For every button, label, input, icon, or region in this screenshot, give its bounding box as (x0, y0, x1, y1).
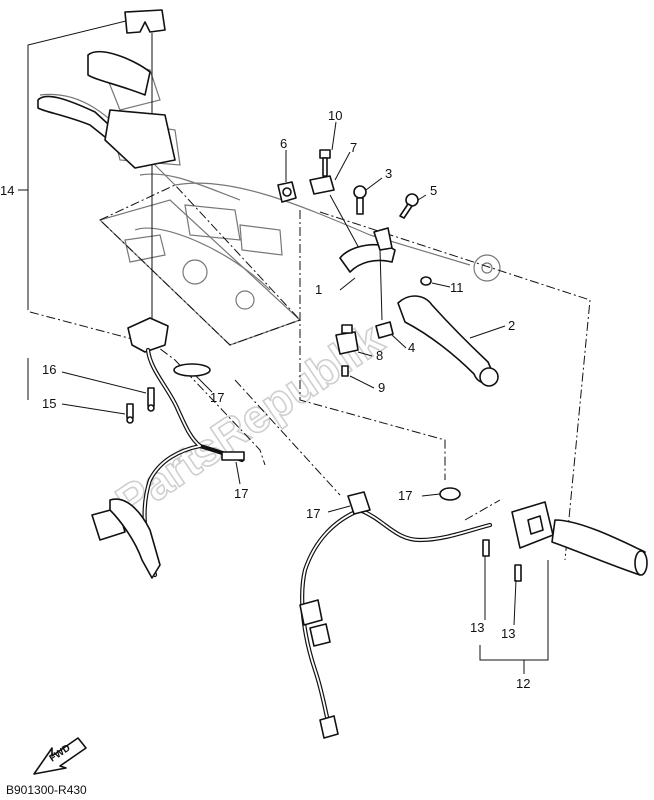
callout-10: 10 (328, 108, 342, 123)
part-8-switch (335, 324, 359, 355)
part-2-clutch-lever (397, 295, 499, 387)
left-switch-harness (91, 317, 245, 579)
callout-17-b: 17 (234, 486, 248, 501)
callout-4: 4 (408, 340, 415, 355)
callout-15: 15 (42, 396, 56, 411)
part-17-clamp-d (439, 487, 461, 501)
part-17-clamp-b (221, 451, 245, 461)
part-3-bolt (353, 185, 367, 215)
callout-17-c: 17 (306, 506, 320, 521)
callout-12: 12 (516, 676, 530, 691)
callout-17-d: 17 (398, 488, 412, 503)
part-5-bolt (399, 193, 419, 219)
part-7-clip (309, 175, 335, 195)
part-17-clamp-a (173, 363, 211, 377)
part-17-clamp-c (347, 491, 371, 515)
watermark-gear-icon (473, 254, 501, 282)
part-9-screw (341, 365, 349, 377)
right-switch-harness (299, 507, 493, 739)
callout-1: 1 (315, 282, 322, 297)
part-1-lever-holder (339, 227, 396, 321)
triple-clamp-ghost (98, 199, 302, 346)
part-4-nut (375, 321, 394, 339)
diagram-code: B901300-R430 (6, 783, 87, 797)
callout-3: 3 (385, 166, 392, 181)
reference-lines (29, 184, 591, 561)
part-12-right-switch (511, 501, 648, 576)
callout-13-b: 13 (501, 626, 515, 641)
bracket-12 (479, 560, 549, 661)
part-10-bolt (319, 149, 331, 177)
part-11-collar (420, 276, 432, 286)
fwd-arrow-icon: FWD (33, 737, 87, 775)
callout-5: 5 (430, 183, 437, 198)
bracket-14 (27, 19, 131, 310)
left-grip (37, 50, 176, 169)
callout-16: 16 (42, 362, 56, 377)
handlebar-ghost (39, 59, 471, 266)
part-13-screw-a (482, 539, 490, 557)
part-16-screw (147, 387, 155, 412)
top-clamp-part (124, 9, 166, 34)
callout-11: 11 (450, 280, 464, 295)
callout-9: 9 (378, 380, 385, 395)
callout-14: 14 (0, 183, 14, 198)
part-15-screw (126, 403, 134, 424)
callout-7: 7 (350, 140, 357, 155)
callout-17-a: 17 (210, 390, 224, 405)
part-13-screw-b (514, 564, 522, 582)
part-6-bolt (277, 181, 297, 203)
callout-8: 8 (376, 348, 383, 363)
callout-2: 2 (508, 318, 515, 333)
callout-13-a: 13 (470, 620, 484, 635)
callout-6: 6 (280, 136, 287, 151)
